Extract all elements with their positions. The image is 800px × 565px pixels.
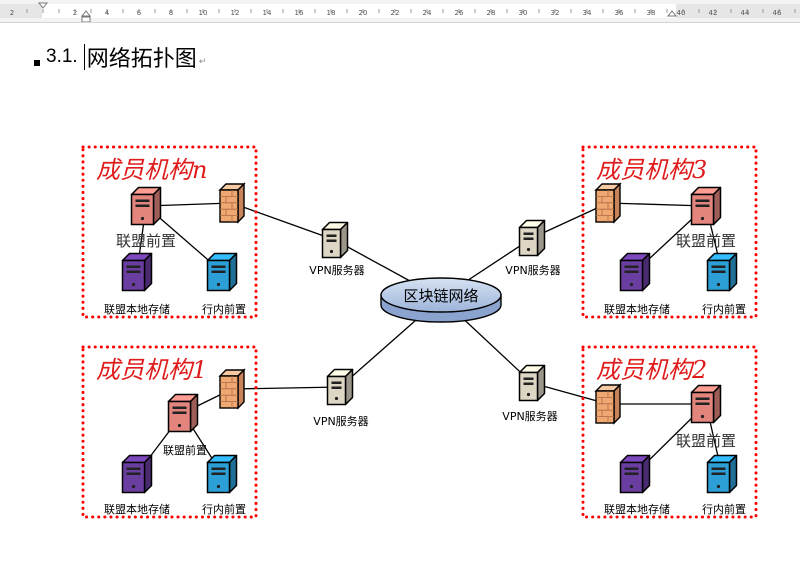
ruler-number: 46: [773, 9, 782, 17]
bank-server-icon[interactable]: [706, 252, 738, 292]
firewall-icon[interactable]: [218, 182, 246, 224]
bank-label: 行内前置: [202, 502, 246, 516]
vpn-server-icon[interactable]: [326, 368, 354, 406]
vpn-label: VPN服务器: [505, 264, 560, 277]
bank-server-icon[interactable]: [206, 252, 238, 292]
ruler-number: 44: [741, 9, 750, 17]
heading-title[interactable]: 网络拓扑图: [86, 47, 197, 72]
firewall-icon[interactable]: [218, 368, 246, 410]
left-indent-marker[interactable]: [81, 16, 91, 22]
gateway-label: 联盟前置: [163, 443, 207, 457]
org-boundary: [581, 345, 758, 519]
section-heading: 3.1. 网络拓扑图 ↵: [34, 40, 206, 74]
org-boundary: [581, 145, 758, 319]
storage-label: 联盟本地存储: [104, 302, 170, 316]
right-indent-marker[interactable]: [666, 10, 678, 17]
heading-number: 3.1.: [46, 46, 78, 67]
bank-label: 行内前置: [202, 302, 246, 316]
vpn-server-icon[interactable]: [518, 364, 546, 402]
ruler-number: 2: [10, 9, 14, 17]
storage-server-icon[interactable]: [619, 252, 651, 292]
org-boundary: [81, 145, 258, 319]
firewall-icon[interactable]: [594, 182, 622, 224]
ruler-number: 42: [709, 9, 718, 17]
gateway-server-icon[interactable]: [690, 384, 722, 424]
bank-server-icon[interactable]: [206, 454, 238, 494]
gateway-label: 联盟前置: [676, 232, 736, 250]
vpn-server-icon[interactable]: [518, 219, 546, 257]
vpn-label: VPN服务器: [309, 264, 364, 277]
vpn-label: VPN服务器: [313, 415, 368, 428]
ruler-number: 40: [677, 9, 686, 17]
gateway-server-icon[interactable]: [690, 186, 722, 226]
org-title: 成员机构n: [96, 156, 207, 184]
gateway-server-icon[interactable]: [167, 393, 199, 433]
firewall-icon[interactable]: [594, 383, 622, 425]
vpn-label: VPN服务器: [502, 410, 557, 423]
paragraph-mark: ↵: [198, 57, 207, 67]
storage-server-icon[interactable]: [121, 252, 153, 292]
bank-server-icon[interactable]: [706, 454, 738, 494]
storage-label: 联盟本地存储: [104, 502, 170, 516]
hub-label: 区块链网络: [403, 287, 478, 305]
org-title: 成员机构2: [596, 356, 707, 384]
hanging-indent-marker[interactable]: [80, 10, 92, 17]
org-title: 成员机构1: [96, 356, 207, 384]
gateway-server-icon[interactable]: [130, 186, 162, 226]
bank-label: 行内前置: [702, 302, 746, 316]
heading-bullet: [34, 60, 40, 66]
storage-server-icon[interactable]: [121, 454, 153, 494]
storage-label: 联盟本地存储: [604, 502, 670, 516]
storage-server-icon[interactable]: [619, 454, 651, 494]
blockchain-network-hub[interactable]: 区块链网络: [380, 277, 502, 323]
text-cursor: [83, 44, 85, 70]
first-line-indent-marker[interactable]: [37, 2, 49, 9]
ruler-scale: 2246810121416182022242628303234363840424…: [0, 2, 800, 22]
bank-label: 行内前置: [702, 502, 746, 516]
org-boundary: [81, 345, 258, 519]
gateway-label: 联盟前置: [116, 232, 176, 250]
storage-label: 联盟本地存储: [604, 302, 670, 316]
ruler[interactable]: 2246810121416182022242628303234363840424…: [0, 0, 800, 23]
gateway-label: 联盟前置: [676, 432, 736, 450]
org-title: 成员机构3: [596, 156, 707, 184]
connection-lines: [136, 202, 723, 475]
vpn-server-icon[interactable]: [321, 221, 349, 259]
